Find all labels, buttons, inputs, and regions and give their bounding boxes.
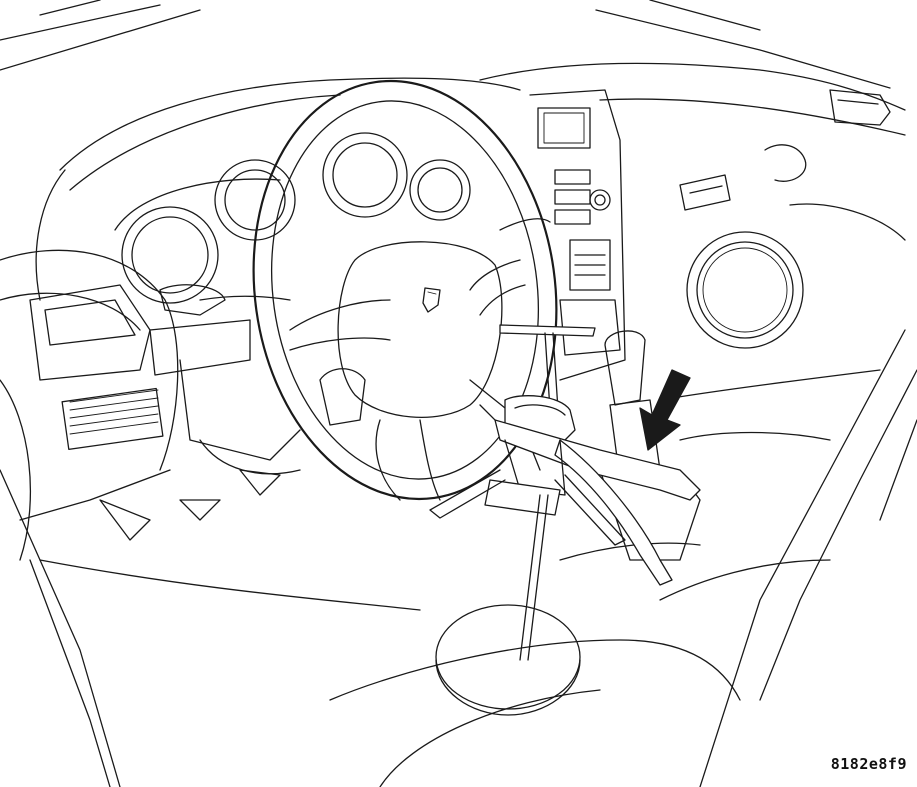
airbag-cover — [337, 241, 503, 418]
instrument-cluster — [114, 132, 471, 304]
right-dash-area — [659, 89, 917, 787]
left-door-panel — [0, 249, 179, 787]
lower-dash — [99, 284, 301, 541]
right-air-vent — [686, 231, 804, 349]
left-speaker-grille — [61, 387, 164, 450]
floor-and-seats — [39, 431, 831, 787]
windshield-lines — [0, 0, 891, 89]
figure-id-label: 8182e8f9 — [830, 755, 907, 773]
center-stack — [529, 89, 626, 381]
tool-base-plate — [435, 604, 581, 710]
steering-wheel — [199, 79, 558, 501]
dashboard-top — [35, 62, 906, 301]
callout-arrow — [639, 369, 691, 451]
pedal-depressor-tool — [429, 324, 701, 716]
